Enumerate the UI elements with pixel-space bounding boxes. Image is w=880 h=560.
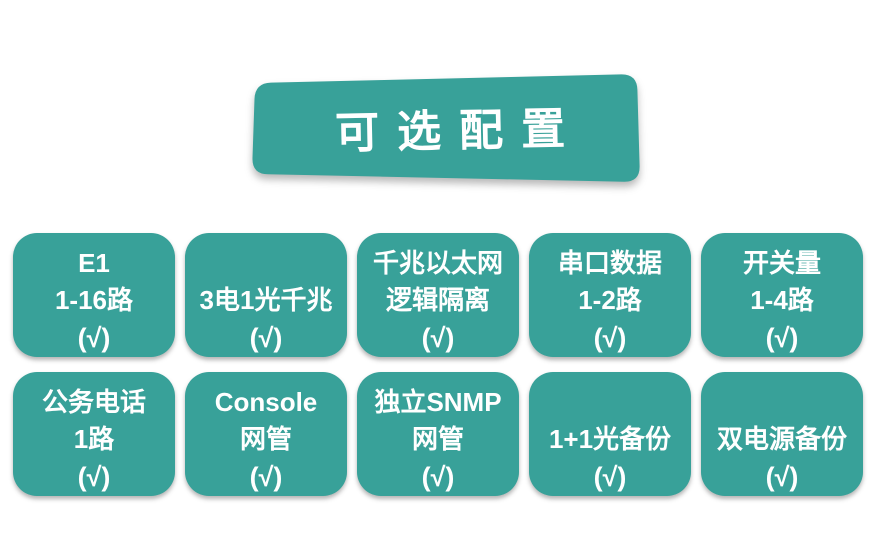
check-mark: (√) <box>77 323 111 353</box>
card-feature-line: 开关量 <box>742 248 821 278</box>
config-card: 1+1光备份 (√) <box>529 372 691 496</box>
card-feature-line: Console <box>214 387 318 417</box>
config-card: 千兆以太网逻辑隔离 (√) <box>357 233 519 357</box>
page-title: 可选配置 <box>334 104 584 159</box>
card-feature-line: 1+1光备份 <box>548 424 672 454</box>
card-feature-line: 1-16路 <box>54 285 134 315</box>
config-card: Console 网管 (√) <box>185 372 347 496</box>
card-text-block: 独立SNMP 网管 <box>357 382 519 458</box>
config-card: E1 1-16路 (√) <box>13 233 175 357</box>
card-text-block: Console 网管 <box>185 382 347 458</box>
config-card: 3电1光千兆 (√) <box>185 233 347 357</box>
check-mark: (√) <box>249 462 283 492</box>
card-text-block: 1+1光备份 <box>529 382 691 458</box>
card-feature-line: 1路 <box>73 424 115 454</box>
card-feature-line: 千兆以太网 <box>372 248 503 278</box>
check-mark: (√) <box>249 323 283 353</box>
banner-ribbon-shape <box>252 74 640 182</box>
card-text-block: 公务电话 1路 <box>13 382 175 458</box>
card-feature-line: 网管 <box>239 424 292 454</box>
check-mark: (√) <box>421 462 455 492</box>
card-text-block: 串口数据 1-2路 <box>529 243 691 319</box>
card-feature-line: 串口数据 <box>557 248 662 278</box>
config-card: 公务电话 1路 (√) <box>13 372 175 496</box>
card-feature-line: 公务电话 <box>41 387 146 417</box>
check-mark: (√) <box>421 323 455 353</box>
card-text-block: 千兆以太网逻辑隔离 <box>357 243 519 319</box>
config-card: 双电源备份 (√) <box>701 372 863 496</box>
card-feature-line: E1 <box>78 248 110 278</box>
check-mark: (√) <box>765 462 799 492</box>
check-mark: (√) <box>77 462 111 492</box>
title-banner: 可选配置 <box>245 65 655 195</box>
card-text-block: 开关量 1-4路 <box>701 243 863 319</box>
card-feature-line: 1-4路 <box>750 285 814 315</box>
card-text-block: 3电1光千兆 <box>185 243 347 319</box>
config-cards-grid: E1 1-16路 (√) 3电1光千兆 (√) 千兆以太网逻辑隔离 (√) 串口数据 1-2路 (… <box>13 233 863 496</box>
config-card: 串口数据 1-2路 (√) <box>529 233 691 357</box>
config-card: 独立SNMP 网管 (√) <box>357 372 519 496</box>
card-feature-line: 双电源备份 <box>716 424 847 454</box>
card-feature-line: 3电1光千兆 <box>199 285 333 315</box>
card-text-block: E1 1-16路 <box>13 243 175 319</box>
card-text-block: 双电源备份 <box>701 382 863 458</box>
card-feature-line: 独立SNMP <box>374 387 502 417</box>
check-mark: (√) <box>765 323 799 353</box>
config-card: 开关量 1-4路 (√) <box>701 233 863 357</box>
check-mark: (√) <box>593 323 627 353</box>
card-feature-line: 逻辑隔离 <box>385 285 490 315</box>
check-mark: (√) <box>593 462 627 492</box>
card-feature-line: 网管 <box>411 424 464 454</box>
card-feature-line: 1-2路 <box>578 285 642 315</box>
